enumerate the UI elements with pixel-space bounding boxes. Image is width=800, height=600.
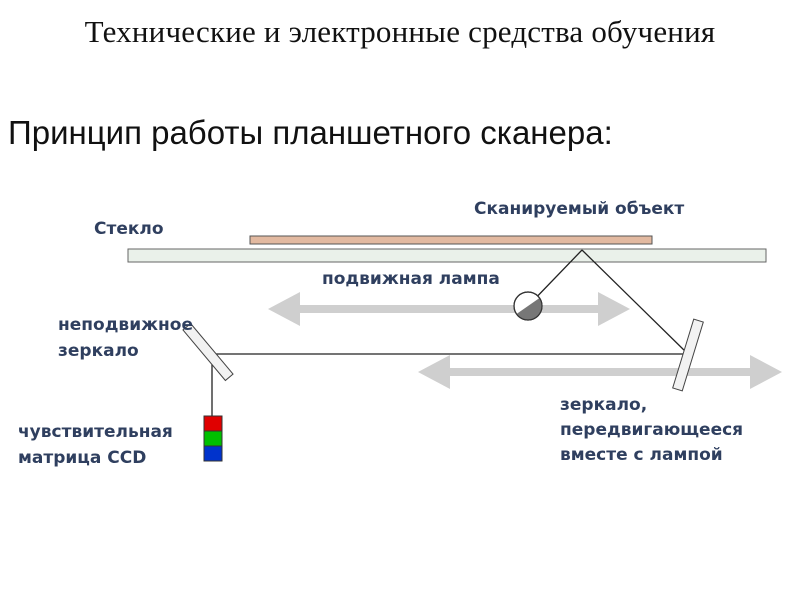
diagram-subtitle: Принцип работы планшетного сканера:	[8, 114, 613, 151]
label-ccd-line1: чувствительная	[18, 422, 173, 442]
glass-plate	[127, 248, 767, 263]
mirror-movement-arrow	[418, 355, 782, 389]
fixed-mirror	[182, 322, 234, 382]
label-moving-mirror-line2: передвигающееся	[560, 420, 743, 440]
moving-mirror	[672, 318, 704, 392]
lamp-movement-arrow	[268, 292, 630, 326]
label-glass: Стекло	[94, 219, 164, 239]
label-scanned-object: Сканируемый объект	[474, 199, 684, 219]
label-moving-mirror-line3: вместе с лампой	[560, 445, 723, 465]
label-moving-mirror-line1: зеркало,	[560, 395, 647, 415]
label-moving-lamp: подвижная лампа	[322, 269, 500, 289]
label-fixed-mirror-line2: зеркало	[58, 341, 139, 361]
label-ccd-line2: матрица CCD	[18, 448, 146, 468]
ccd-sensor	[203, 415, 223, 462]
scanned-object	[249, 235, 653, 245]
label-fixed-mirror-line1: неподвижное	[58, 315, 193, 335]
header-title: Технические и электронные средства обуче…	[84, 14, 716, 49]
